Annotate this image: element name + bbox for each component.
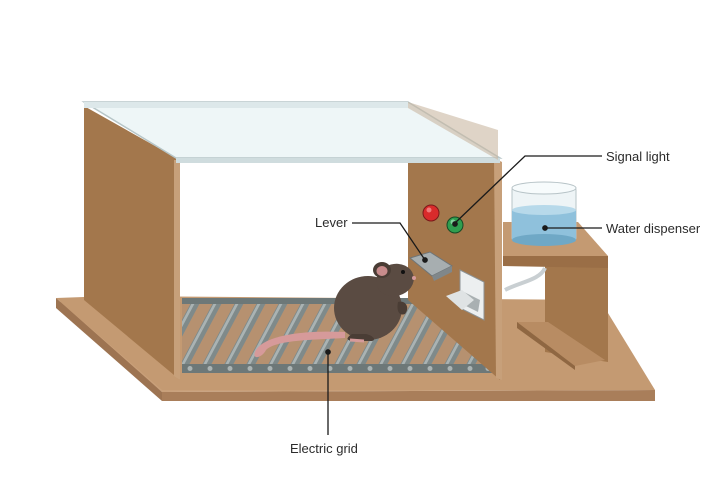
signal-light-leader xyxy=(454,155,602,224)
water-dispenser xyxy=(511,181,577,246)
glass-top xyxy=(81,101,503,163)
left-wall xyxy=(84,106,180,380)
food-receptacle xyxy=(446,269,485,321)
leader-lines xyxy=(325,155,602,435)
lever-label: Lever xyxy=(315,215,348,230)
water-dispenser-label: Water dispenser xyxy=(606,221,701,236)
signal-light xyxy=(422,204,464,234)
lever-leader xyxy=(352,222,426,261)
signal-light-label: Signal light xyxy=(606,149,670,164)
red-signal-light xyxy=(422,204,440,222)
lever xyxy=(408,251,454,281)
electric-grid-label: Electric grid xyxy=(290,441,358,456)
mouse xyxy=(254,262,416,358)
water-dispenser-stand xyxy=(503,222,608,370)
